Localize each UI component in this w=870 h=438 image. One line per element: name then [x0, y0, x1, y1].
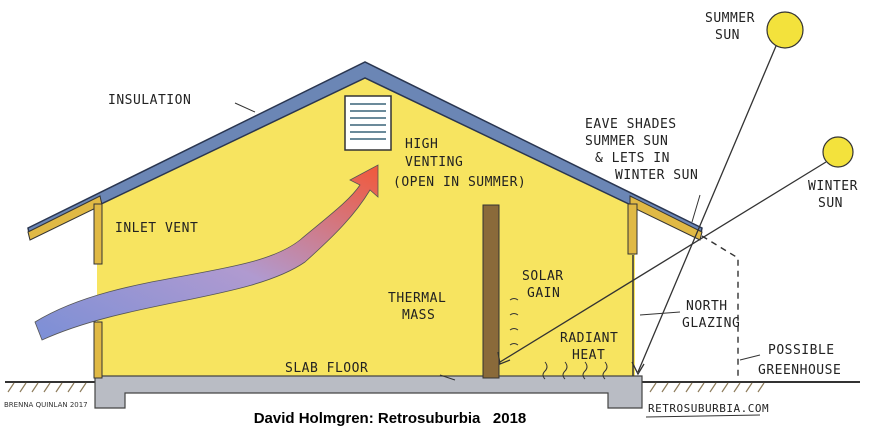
label-summer-sun: SUMMER	[705, 11, 755, 26]
label-greenhouse: GREENHOUSE	[758, 363, 841, 378]
airflow-arrow	[34, 164, 379, 341]
sun-ray-arrowheads	[497, 351, 645, 376]
label-thermal-mass: MASS	[402, 308, 435, 323]
roof-eave-right	[629, 195, 703, 241]
label-north-glazing: NORTH	[686, 299, 728, 314]
summer-sun-icon	[766, 11, 804, 49]
label-eave: EAVE SHADES	[585, 117, 677, 132]
label-solar-gain: SOLAR	[522, 269, 564, 284]
left-wall-upper	[93, 203, 103, 265]
label-insulation: INSULATION	[108, 93, 191, 108]
label-eave: SUMMER SUN	[585, 134, 668, 149]
roof-eave-left	[27, 195, 103, 241]
label-summer-sun: SUN	[715, 28, 740, 43]
radiant-heat-squiggles	[509, 298, 608, 380]
label-high-venting: HIGH	[405, 137, 438, 152]
label-high-venting: VENTING	[405, 155, 463, 170]
label-thermal-mass: THERMAL	[388, 291, 446, 306]
summer-sun-ray	[637, 45, 777, 373]
leader-lines	[234, 102, 761, 381]
label-greenhouse: POSSIBLE	[768, 343, 835, 358]
greenhouse-outline	[701, 235, 739, 380]
label-high-venting: (OPEN IN SUMMER)	[393, 175, 526, 190]
label-eave: & LETS IN	[595, 151, 670, 166]
label-north-glazing: GLAZING	[682, 316, 740, 331]
label-radiant-heat: HEAT	[572, 348, 605, 363]
winter-sun-icon	[822, 136, 854, 168]
caption: David Holmgren: Retrosuburbia 2018	[0, 410, 870, 427]
left-wall-lower	[93, 321, 103, 379]
website-underline	[645, 414, 761, 418]
website-label: RETROSUBURBIA.COM	[648, 402, 769, 415]
label-solar-gain: GAIN	[527, 286, 560, 301]
label-eave: WINTER SUN	[615, 168, 698, 183]
house-interior	[97, 70, 635, 378]
ground	[5, 381, 860, 393]
label-slab-floor: SLAB FLOOR	[285, 361, 368, 376]
slab-floor	[94, 375, 643, 409]
thermal-mass-wall	[482, 204, 500, 379]
caption-text: David Holmgren: Retrosuburbia 2018	[253, 410, 527, 427]
right-wall-upper	[627, 203, 638, 255]
label-radiant-heat: RADIANT	[560, 331, 618, 346]
label-inlet-vent: INLET VENT	[115, 221, 198, 236]
label-winter-sun: SUN	[818, 196, 843, 211]
artist-signature: BRENNA QUINLAN 2017	[4, 401, 88, 409]
high-vent	[344, 95, 392, 151]
winter-sun-ray	[499, 161, 827, 363]
label-winter-sun: WINTER	[808, 179, 858, 194]
